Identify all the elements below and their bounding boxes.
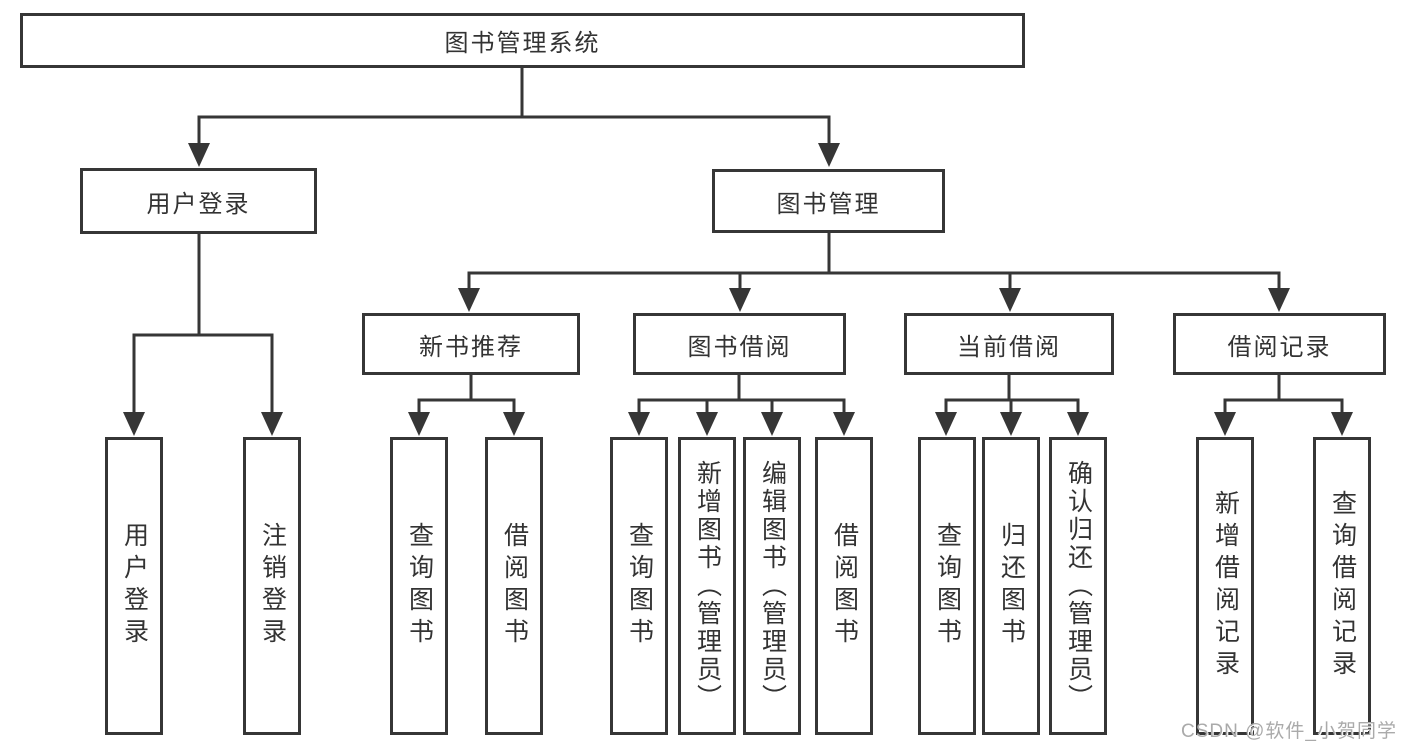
leaf-query-books-borrowing: 查询图书 [610, 437, 668, 735]
leaf-return-books: 归还图书 [982, 437, 1040, 735]
leaf-label: 新增图书（管理员） [693, 460, 722, 712]
node-book-management: 图书管理 [712, 169, 945, 233]
leaf-label: 注销登录 [258, 522, 287, 650]
leaf-add-book-admin: 新增图书（管理员） [678, 437, 736, 735]
leaf-label: 确认归还（管理员） [1064, 460, 1093, 712]
node-current-borrowing: 当前借阅 [904, 313, 1114, 375]
leaf-label: 查询借阅记录 [1328, 490, 1357, 682]
leaf-label: 用户登录 [120, 522, 149, 650]
node-new-book-recommendation: 新书推荐 [362, 313, 580, 375]
leaf-logout: 注销登录 [243, 437, 301, 735]
node-label: 图书管理 [776, 190, 881, 218]
leaf-query-books-current: 查询图书 [918, 437, 976, 735]
leaf-label: 查询图书 [625, 522, 654, 650]
leaf-label: 归还图书 [997, 522, 1026, 650]
node-label: 图书借阅 [687, 333, 792, 361]
leaf-query-books-recommend: 查询图书 [390, 437, 448, 735]
leaf-label: 新增借阅记录 [1211, 490, 1240, 682]
node-label: 当前借阅 [957, 333, 1061, 361]
leaf-borrow-books-recommend: 借阅图书 [485, 437, 543, 735]
node-borrowing-records: 借阅记录 [1173, 313, 1386, 375]
leaf-label: 查询图书 [933, 522, 962, 650]
node-label: 新书推荐 [419, 333, 523, 361]
csdn-watermark: CSDN @软件_小贺同学 [1181, 721, 1397, 742]
leaf-query-borrow-record: 查询借阅记录 [1313, 437, 1371, 735]
leaf-edit-book-admin: 编辑图书（管理员） [743, 437, 801, 735]
node-user-login: 用户登录 [80, 168, 317, 234]
leaf-confirm-return-admin: 确认归还（管理员） [1049, 437, 1107, 735]
leaf-label: 借阅图书 [500, 522, 529, 650]
leaf-label: 编辑图书（管理员） [758, 460, 787, 712]
node-label: 图书管理系统 [444, 30, 601, 57]
leaf-borrow-books-borrowing: 借阅图书 [815, 437, 873, 735]
node-label: 借阅记录 [1227, 333, 1332, 361]
node-label: 用户登录 [146, 190, 251, 218]
leaf-add-borrow-record: 新增借阅记录 [1196, 437, 1254, 735]
node-book-borrowing: 图书借阅 [633, 313, 846, 375]
leaf-label: 查询图书 [405, 522, 434, 650]
leaf-label: 借阅图书 [830, 522, 859, 650]
node-library-management-system: 图书管理系统 [20, 13, 1025, 68]
leaf-user-login: 用户登录 [105, 437, 163, 735]
